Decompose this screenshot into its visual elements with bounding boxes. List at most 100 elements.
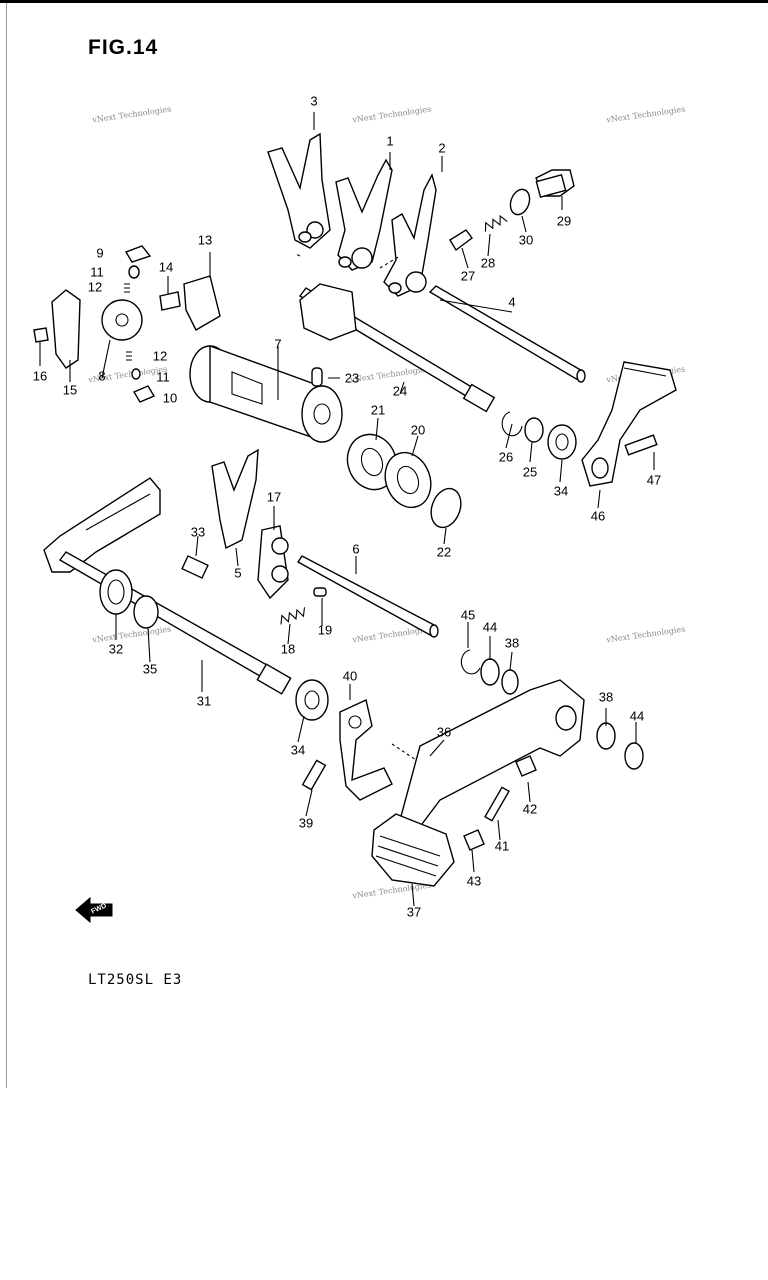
pedal-rubber-37	[371, 813, 455, 887]
stopper-10	[132, 385, 156, 403]
spring-12b	[126, 351, 132, 361]
top-border	[0, 0, 768, 3]
washer-25	[524, 417, 544, 443]
callout-13: 13	[197, 232, 213, 248]
washer-44b	[624, 742, 644, 770]
model-code: LT250SL E3	[88, 972, 183, 988]
shift-drum-7	[189, 345, 343, 443]
circlip-45	[460, 649, 481, 675]
callout-8: 8	[98, 368, 106, 384]
shift-fork-2	[383, 173, 437, 297]
nut-42	[515, 755, 537, 777]
callout-12b: 12	[152, 348, 168, 364]
callout-11: 11	[90, 264, 104, 280]
callout-5: 5	[234, 565, 242, 581]
pin-19	[313, 587, 327, 597]
callout-23: 23	[344, 370, 360, 386]
callout-26: 26	[498, 449, 514, 465]
callout-33: 33	[190, 524, 206, 540]
nut-43	[463, 829, 485, 851]
callout-47: 47	[646, 472, 662, 488]
callout-41: 41	[494, 838, 510, 854]
shaft-24	[298, 283, 496, 413]
gearshift-shaft-31	[43, 477, 292, 695]
washer-30	[509, 188, 531, 216]
spring-32	[99, 569, 133, 615]
callout-40: 40	[342, 668, 358, 684]
left-border	[6, 3, 7, 1088]
cam-9	[124, 245, 152, 263]
pin-11b	[131, 368, 141, 380]
callout-1: 1	[386, 133, 394, 149]
collar-35	[133, 595, 159, 629]
shift-fork-5	[211, 448, 259, 550]
spring-12	[124, 283, 130, 293]
bolt-14	[159, 291, 181, 311]
callout-42: 42	[522, 801, 538, 817]
callout-36: 36	[436, 724, 452, 740]
callout-20: 20	[410, 422, 426, 438]
screw-16	[33, 327, 49, 343]
callout-37: 37	[406, 904, 422, 920]
callout-38b: 38	[598, 689, 614, 705]
bearing-20	[384, 451, 432, 509]
callout-11b: 11	[156, 369, 170, 385]
bolt-33	[181, 555, 209, 579]
stopper-13	[183, 275, 221, 331]
washer-38b	[596, 722, 616, 750]
spring-18	[280, 607, 306, 625]
cam-8	[101, 299, 143, 341]
callout-34: 34	[553, 483, 569, 499]
figure-title: FIG.14	[88, 36, 159, 59]
bolt-47	[624, 434, 658, 456]
callout-6: 6	[352, 541, 360, 557]
callout-34b: 34	[290, 742, 306, 758]
callout-44: 44	[482, 619, 498, 635]
washer-44	[480, 658, 500, 686]
callout-21: 21	[370, 402, 386, 418]
callout-45: 45	[460, 607, 476, 623]
oil-seal-34	[547, 424, 577, 460]
callout-27: 27	[460, 268, 476, 284]
callout-16: 16	[32, 368, 48, 384]
callout-28: 28	[480, 255, 496, 271]
callout-3: 3	[310, 93, 318, 109]
callout-22: 22	[436, 544, 452, 560]
callout-25: 25	[522, 464, 538, 480]
callout-39: 39	[298, 815, 314, 831]
callout-14: 14	[158, 259, 174, 275]
gearshift-lever-46	[581, 361, 677, 487]
callout-29: 29	[556, 213, 572, 229]
pin-27	[449, 229, 473, 252]
joint-40	[339, 699, 393, 801]
callout-38: 38	[504, 635, 520, 651]
shift-fork-1	[335, 158, 393, 271]
callout-4: 4	[508, 294, 516, 310]
oil-seal-34b	[295, 679, 329, 721]
circlip-26	[501, 411, 523, 437]
callout-35: 35	[142, 661, 158, 677]
plug-29	[535, 169, 575, 198]
rod-41	[484, 786, 510, 822]
arm-17	[257, 525, 289, 600]
callout-2: 2	[438, 140, 446, 156]
pin-11	[128, 265, 140, 279]
callout-31: 31	[196, 693, 212, 709]
callout-30: 30	[518, 232, 534, 248]
callout-24: 24	[392, 383, 408, 399]
washer-22	[430, 487, 462, 529]
spring-28	[484, 214, 508, 232]
washer-38	[501, 669, 519, 695]
callout-17: 17	[266, 489, 282, 505]
shaft-6	[296, 555, 439, 638]
callout-18: 18	[280, 641, 296, 657]
callout-32: 32	[108, 641, 124, 657]
plate-21	[346, 433, 398, 491]
callout-7: 7	[274, 336, 282, 352]
shaft-4	[428, 285, 586, 383]
pin-23	[311, 367, 323, 387]
callout-44b: 44	[629, 708, 645, 724]
callout-15: 15	[62, 382, 78, 398]
bolt-39	[301, 759, 327, 791]
